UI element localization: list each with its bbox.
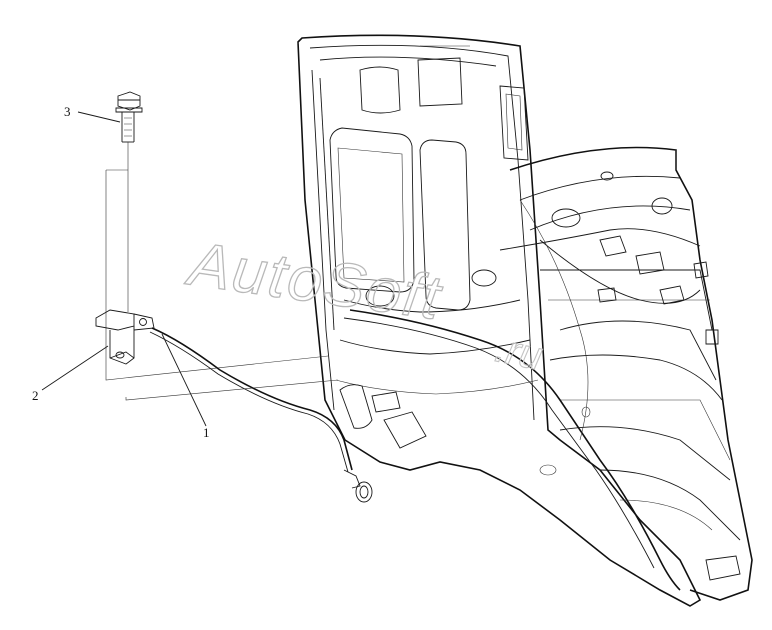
leader-line-2 (41, 345, 109, 391)
leader-line-1 (161, 333, 207, 427)
cable-assembly (41, 91, 373, 503)
bracket (95, 309, 155, 365)
watermark-logo-suffix: .ru (491, 326, 546, 379)
vehicle-body-panel (297, 34, 753, 607)
callout-1: 1 (203, 425, 210, 440)
watermark-logo: AutoSoft (181, 229, 447, 333)
callout-2: 2 (32, 388, 39, 403)
cable (149, 327, 373, 503)
bolt (115, 91, 143, 312)
leader-line-3 (77, 111, 121, 123)
callout-3: 3 (64, 104, 71, 119)
